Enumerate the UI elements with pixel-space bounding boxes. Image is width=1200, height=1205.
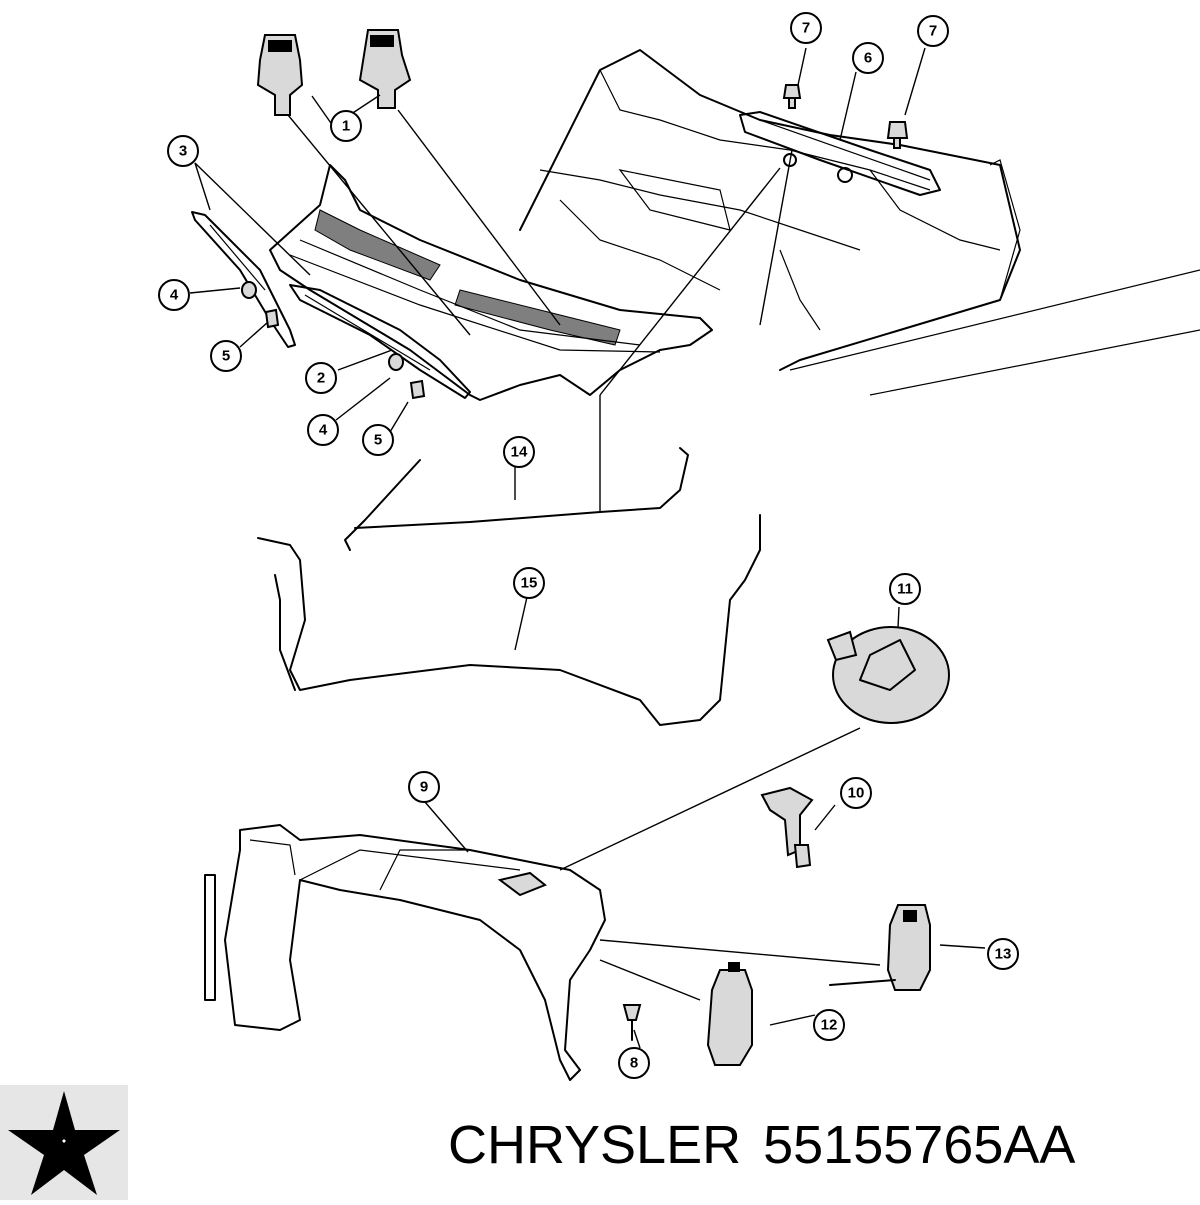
callout-1: 1 [330,110,362,142]
svg-text:6: 6 [864,50,872,67]
svg-text:11: 11 [897,581,913,598]
callout-6: 6 [852,42,884,74]
svg-text:14: 14 [511,444,528,461]
cowl-grille-panel [269,164,713,401]
washer-hose-14-part [344,447,689,551]
washer-pump-12-part [706,962,753,1066]
svg-text:2: 2 [317,370,325,387]
svg-text:15: 15 [521,575,538,592]
callout-5a: 5 [210,340,242,372]
callout-4b: 4 [307,414,339,446]
pentastar-logo [0,1085,128,1200]
svg-text:4: 4 [170,287,179,304]
svg-text:5: 5 [222,348,230,365]
svg-text:9: 9 [420,779,428,796]
callout-14: 14 [503,436,535,468]
callout-3: 3 [167,135,199,167]
brand-name: CHRYSLER [448,1115,742,1175]
callout-4a: 4 [158,279,190,311]
reservoir-cap-part [826,626,950,724]
svg-text:5: 5 [374,432,382,449]
washer-hose-15-part [257,514,761,726]
svg-text:3: 3 [179,143,187,160]
callout-5b: 5 [362,424,394,456]
callout-12: 12 [813,1009,845,1041]
svg-text:7: 7 [802,20,810,37]
svg-text:12: 12 [821,1017,838,1034]
svg-text:10: 10 [848,785,865,802]
leader-lines [189,47,986,1049]
washer-pump-13-part [829,904,931,991]
callout-7a: 7 [790,12,822,44]
callout-10: 10 [840,777,872,809]
level-sensor-part [760,786,814,869]
callout-13: 13 [987,938,1019,970]
callout-15: 15 [513,567,545,599]
callout-7b: 7 [917,15,949,47]
svg-text:13: 13 [995,946,1012,963]
svg-text:1: 1 [342,118,350,135]
screw-part [622,1004,642,1041]
part-caption: CHRYSLER 55155765AA [448,1105,1193,1185]
washer-nozzle-parts [256,29,412,116]
callout-8: 8 [618,1047,650,1079]
pentastar-logo-icon [8,1091,120,1195]
svg-text:4: 4 [319,422,328,439]
svg-text:8: 8 [630,1055,638,1072]
wiper-arm-parts [191,211,471,399]
washer-reservoir-part [204,824,606,1081]
callout-2: 2 [305,362,337,394]
svg-text:7: 7 [929,23,937,40]
callout-11: 11 [889,573,921,605]
part-number: 55155765AA [763,1115,1076,1175]
callout-9: 9 [408,771,440,803]
bolt-parts [782,84,909,149]
wiper-linkage-part [739,111,941,196]
